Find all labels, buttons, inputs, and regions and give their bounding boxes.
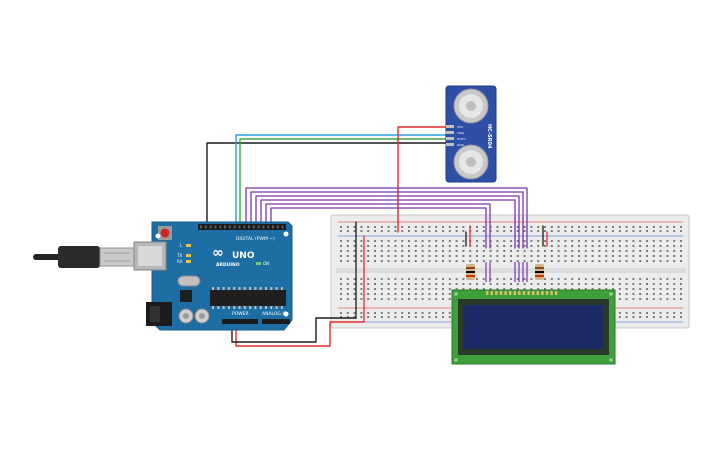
digital-header-pins: [200, 225, 284, 229]
svg-text:TX: TX: [176, 253, 182, 258]
arduino-logo-icon: ∞: [212, 245, 224, 261]
wire-gnd-sensor: [206, 142, 447, 227]
svg-text:ON: ON: [263, 261, 269, 266]
wire-gnd: [231, 317, 357, 343]
svg-text:RX: RX: [177, 259, 183, 264]
sensor-pin-trig: TRIG: [456, 131, 465, 135]
wire-lcd-3: [255, 195, 520, 249]
wire-lcd-6: [270, 207, 487, 249]
arduino-brand: ARDUINO: [216, 262, 240, 268]
microcontroller-chip: [210, 290, 286, 306]
wire-lcd-2: [250, 191, 524, 249]
chip-pins: [212, 287, 283, 309]
ultrasonic-sensor: VCC TRIG ECHO GND HC-SR04: [445, 85, 497, 183]
wire-lcd-4: [260, 199, 516, 249]
wire-echo: [235, 134, 447, 227]
lcd-header-pins: [486, 291, 558, 295]
resistor-1: [466, 264, 475, 280]
wire-lcd-5: [265, 203, 491, 249]
wires: [206, 126, 548, 347]
power-label: POWER: [232, 311, 249, 317]
digital-label: DIGITAL (PWM ~): [236, 236, 275, 242]
sensor-pin-gnd: GND: [457, 143, 465, 147]
wire-vcc-sensor: [397, 126, 447, 233]
analog-label: ANALOG IN: [262, 311, 287, 317]
resistor-2: [535, 264, 544, 280]
svg-text:L: L: [180, 243, 183, 248]
sensor-pin-echo: ECHO: [457, 137, 466, 141]
arduino-uno: DIGITAL (PWM ~) ∞ UNO ARDUINO L TX RX ON…: [33, 221, 293, 331]
reset-button: [160, 228, 170, 238]
sensor-pin-vcc: VCC: [457, 125, 463, 129]
wire-5v: [235, 321, 365, 347]
lcd-display: [451, 289, 616, 365]
usb-cable: [33, 246, 135, 268]
wire-trig: [239, 138, 447, 227]
wire-lcd-1: [245, 187, 528, 249]
sensor-model: HC-SR04: [486, 124, 492, 149]
arduino-model: UNO: [232, 251, 255, 261]
resistors: [466, 262, 544, 282]
